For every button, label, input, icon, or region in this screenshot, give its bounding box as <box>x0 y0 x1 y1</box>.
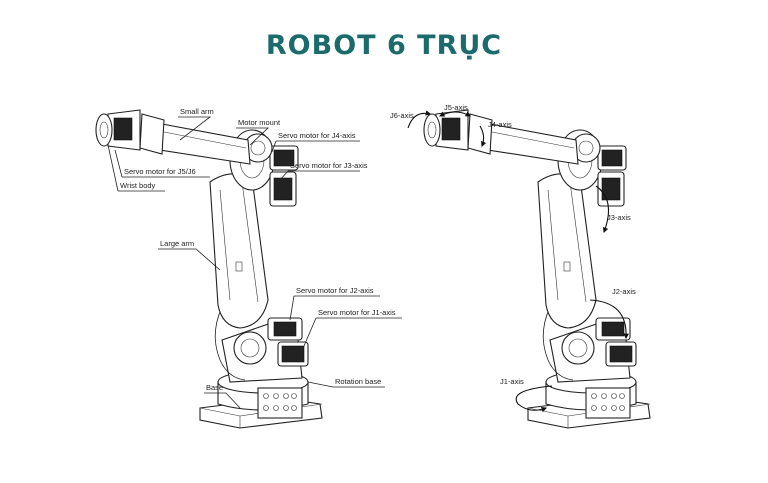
label-wrist-body: Wrist body <box>120 181 156 190</box>
robot-drawing-left <box>95 109 323 429</box>
label-j6-axis: J6-axis <box>390 111 414 120</box>
label-large-arm: Large arm <box>160 239 194 248</box>
right-callouts: J6-axis J5-axis J4-axis J3-axis J2-axis … <box>390 103 636 413</box>
robot-drawing-right <box>423 109 651 429</box>
right-robot-diagram <box>423 109 651 429</box>
label-servo-j1: Servo motor for J1-axis <box>318 308 396 317</box>
label-j1-axis: J1-axis <box>500 377 524 386</box>
label-j3-axis: J3-axis <box>607 213 631 222</box>
label-j4-axis: J4-axis <box>488 120 512 129</box>
left-robot-diagram <box>95 109 323 429</box>
page-title: ROBOT 6 TRỤC <box>265 30 503 61</box>
label-base: Base <box>206 383 223 392</box>
label-motor-mount: Motor mount <box>238 118 281 127</box>
label-servo-j3: Servo motor for J3-axis <box>290 161 368 170</box>
label-j2-axis: J2-axis <box>612 287 636 296</box>
label-small-arm: Small arm <box>180 107 214 116</box>
label-servo-j56: Servo motor for J5/J6 <box>124 167 196 176</box>
label-rotation-base: Rotation base <box>335 377 381 386</box>
label-servo-j2: Servo motor for J2-axis <box>296 286 374 295</box>
left-callouts: Small arm Motor mount Servo motor for J4… <box>107 107 402 409</box>
label-servo-j4: Servo motor for J4-axis <box>278 131 356 140</box>
label-j5-axis: J5-axis <box>444 103 468 112</box>
